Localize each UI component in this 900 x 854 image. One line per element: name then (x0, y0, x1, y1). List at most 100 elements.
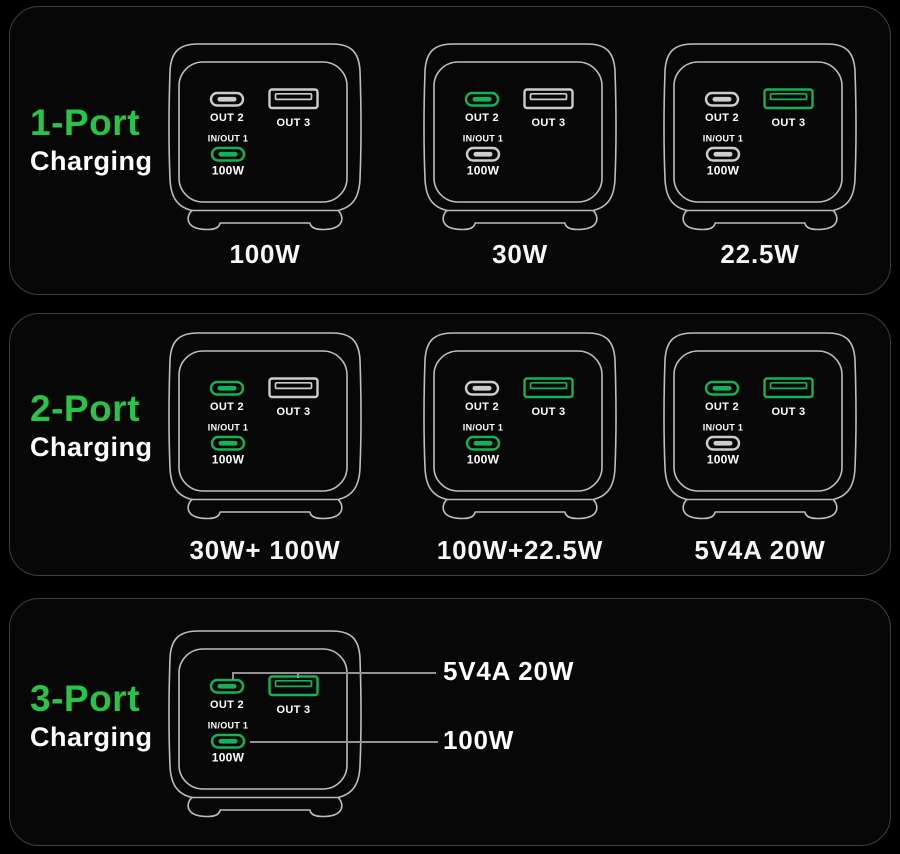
charger-svg: OUT 2 OUT 3 IN/OUT 1 100W (663, 332, 857, 520)
charger-face-plate (178, 350, 348, 492)
port-label-out2: OUT 2 (465, 112, 499, 124)
wattage-label: 30W+ 100W (189, 535, 341, 565)
section-2-title-ports: 2-Port (30, 388, 140, 429)
charger-svg: OUT 2 OUT 3 IN/OUT 1 100W (663, 43, 857, 231)
callout-label-inout1: 100W (443, 725, 515, 755)
port-label-inout1: IN/OUT 1 (463, 423, 503, 433)
usba-port-out3 (268, 377, 319, 399)
usbc-tongue-out2 (217, 683, 237, 689)
charger-diagram: OUT 2 OUT 3 IN/OUT 1 100W (165, 40, 365, 232)
port-label-inout1-watt: 100W (467, 453, 500, 467)
usba-port-out3 (523, 377, 574, 399)
port-label-out3: OUT 3 (532, 117, 566, 129)
charger-body-outline (168, 43, 362, 231)
port-label-out3: OUT 3 (277, 704, 311, 716)
usbc-tongue-out2 (712, 96, 732, 102)
charger-diagram: OUT 2 OUT 3 IN/OUT 1 100W (420, 329, 620, 521)
port-label-inout1: IN/OUT 1 (703, 134, 743, 144)
usbc-tongue-inout1 (218, 738, 238, 744)
port-label-inout1: IN/OUT 1 (208, 721, 248, 731)
usbc-tongue-inout1 (473, 440, 493, 446)
charger-face-plate (673, 350, 843, 492)
callout-tick-out2 (232, 672, 234, 680)
section-3-title-ports: 3-Port (30, 678, 140, 719)
usba-port-out3 (523, 88, 574, 110)
section-2-title: 2-Port Charging (30, 388, 153, 463)
wattage-label: 100W+22.5W (436, 535, 604, 565)
charger-svg: OUT 2 OUT 3 IN/OUT 1 100W (168, 43, 362, 231)
port-label-inout1-watt: 100W (212, 453, 245, 467)
port-label-out3: OUT 3 (277, 117, 311, 129)
usbc-port-out2 (209, 380, 245, 396)
charger-diagram: OUT 2 OUT 3 IN/OUT 1 100W (420, 40, 620, 232)
port-label-inout1-watt: 100W (467, 164, 500, 178)
section-3-title: 3-Port Charging (30, 678, 153, 753)
usbc-port-out2 (464, 380, 500, 396)
usbc-port-out2 (704, 91, 740, 107)
section-2-title-charging: Charging (30, 432, 153, 463)
charger-body-outline (423, 332, 617, 520)
usbc-tongue-inout1 (473, 151, 493, 157)
port-label-inout1: IN/OUT 1 (208, 134, 248, 144)
usba-tongue-out3 (274, 679, 313, 688)
usba-tongue-out3 (529, 381, 568, 390)
port-label-out2: OUT 2 (210, 401, 244, 413)
charger-diagram: OUT 2 OUT 3 IN/OUT 1 100W (165, 627, 365, 819)
usbc-tongue-inout1 (713, 151, 733, 157)
charger-face-plate (433, 350, 603, 492)
port-label-out2: OUT 2 (210, 112, 244, 124)
usbc-port-inout1 (465, 146, 501, 162)
usbc-tongue-out2 (217, 385, 237, 391)
port-label-inout1: IN/OUT 1 (703, 423, 743, 433)
charger-body-outline (168, 630, 362, 818)
callout-tick-out3 (297, 672, 299, 678)
usbc-port-inout1 (210, 733, 246, 749)
callout-label-top: 5V4A 20W (443, 656, 575, 686)
charger-svg: OUT 2 OUT 3 IN/OUT 1 100W (423, 43, 617, 231)
charger-face-plate (673, 61, 843, 203)
usba-port-out3 (763, 88, 814, 110)
usbc-tongue-out2 (472, 96, 492, 102)
port-label-out3: OUT 3 (772, 406, 806, 418)
usbc-port-inout1 (210, 146, 246, 162)
charger-diagram: OUT 2 OUT 3 IN/OUT 1 100W (165, 329, 365, 521)
usba-tongue-out3 (769, 381, 808, 390)
port-label-out2: OUT 2 (210, 699, 244, 711)
charger-body-outline (168, 332, 362, 520)
charger-diagram: OUT 2 OUT 3 IN/OUT 1 100W (660, 40, 860, 232)
usbc-port-out2 (464, 91, 500, 107)
usba-port-out3 (268, 88, 319, 110)
port-label-inout1-watt: 100W (212, 164, 245, 178)
usbc-tongue-out2 (712, 385, 732, 391)
usbc-port-inout1 (705, 435, 741, 451)
usbc-port-inout1 (705, 146, 741, 162)
section-1-port-charging: 1-Port Charging OUT 2 OUT 3 IN/OUT 1 100… (9, 6, 891, 295)
usbc-tongue-out2 (217, 96, 237, 102)
port-label-out2: OUT 2 (705, 401, 739, 413)
port-label-inout1-watt: 100W (707, 453, 740, 467)
usbc-tongue-inout1 (218, 440, 238, 446)
port-label-out2: OUT 2 (465, 401, 499, 413)
usbc-tongue-out2 (472, 385, 492, 391)
charger-face-plate (178, 648, 348, 790)
section-3-port-charging: 3-Port Charging OUT 2 OUT 3 IN/OUT 1 100… (9, 598, 891, 846)
callout-line-top-ports (232, 672, 436, 674)
charger-svg: OUT 2 OUT 3 IN/OUT 1 100W (423, 332, 617, 520)
charger-body-outline (423, 43, 617, 231)
section-1-title-ports: 1-Port (30, 102, 140, 143)
charger-diagram: OUT 2 OUT 3 IN/OUT 1 100W (660, 329, 860, 521)
usbc-port-inout1 (210, 435, 246, 451)
usbc-port-inout1 (465, 435, 501, 451)
charger-svg: OUT 2 OUT 3 IN/OUT 1 100W (168, 332, 362, 520)
usbc-port-out2 (209, 91, 245, 107)
charger-face-plate (433, 61, 603, 203)
usbc-tongue-inout1 (218, 151, 238, 157)
charger-body-outline (663, 332, 857, 520)
port-label-inout1: IN/OUT 1 (463, 134, 503, 144)
usba-port-out3 (268, 675, 319, 697)
section-1-title-charging: Charging (30, 146, 153, 177)
usba-tongue-out3 (769, 92, 808, 101)
section-1-title: 1-Port Charging (30, 102, 153, 177)
port-label-inout1: IN/OUT 1 (208, 423, 248, 433)
section-2-port-charging: 2-Port Charging OUT 2 OUT 3 IN/OUT 1 100… (9, 313, 891, 576)
